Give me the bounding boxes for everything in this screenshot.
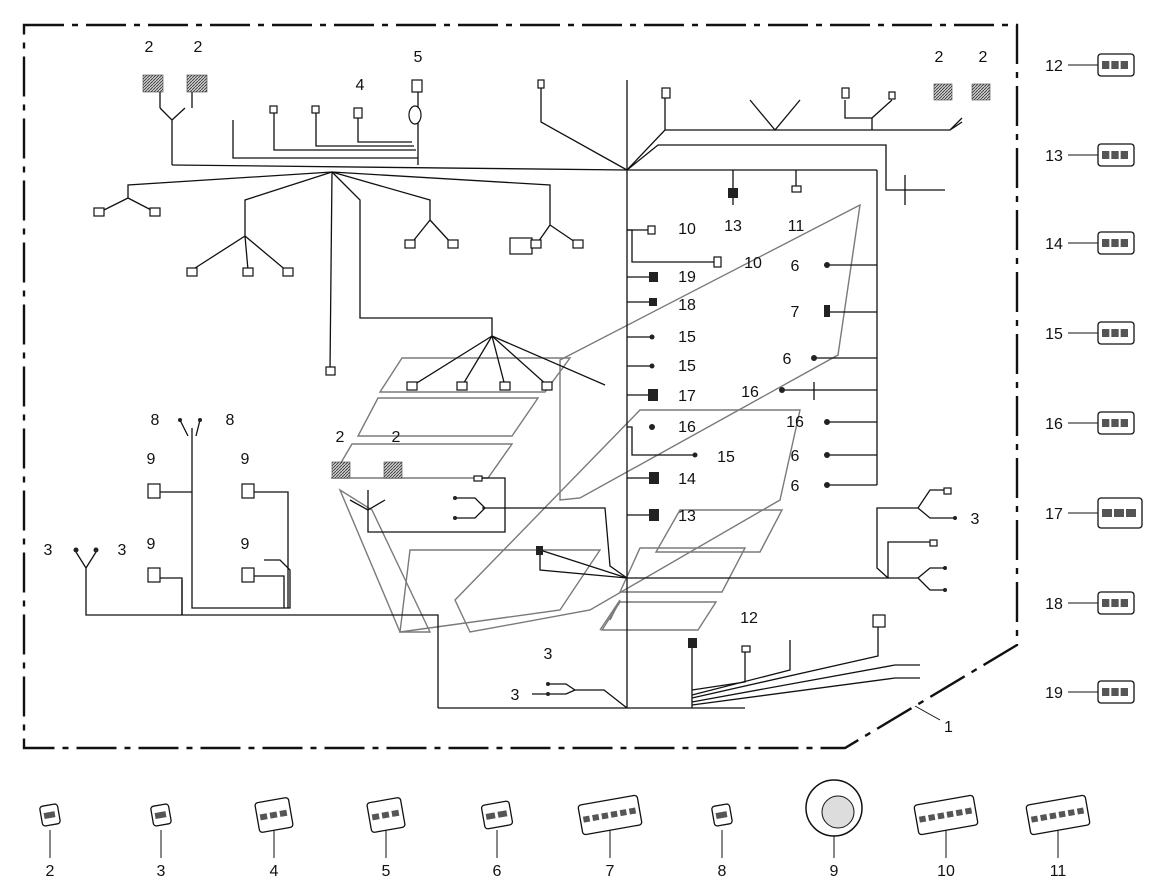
- callout-6: 6: [783, 351, 792, 368]
- connector-10-icon: [913, 794, 979, 836]
- bottom-legend: 2 3 4 5 6 7 8 9 10 11: [39, 779, 1091, 880]
- legend-label-3: 3: [157, 863, 166, 880]
- legend-label-4: 4: [270, 863, 279, 880]
- connector-13-icon: [1097, 143, 1135, 167]
- legend-label-15: 15: [1045, 326, 1063, 343]
- frame-outline: [22, 23, 1019, 750]
- callout-2: 2: [979, 49, 988, 66]
- legend-label-5: 5: [382, 863, 391, 880]
- harness-callouts: 2 2 5 4 2 2 10 10 13 11 19 18 15 15 17 16 15 14 13 6 7 6 16 16 6…: [44, 39, 988, 704]
- connector-7-icon: [577, 794, 643, 836]
- callout-9: 9: [241, 451, 250, 468]
- callout-3: 3: [118, 542, 127, 559]
- connector-17-icon: [1097, 497, 1143, 529]
- callout-16: 16: [678, 419, 696, 436]
- callout-15: 15: [678, 358, 696, 375]
- callout-2: 2: [392, 429, 401, 446]
- callout-9: 9: [241, 536, 250, 553]
- callout-7: 7: [791, 304, 800, 321]
- connector-15-icon: [1097, 321, 1135, 345]
- connector-19-icon: [1097, 680, 1135, 704]
- callout-11: 11: [788, 218, 805, 235]
- callout-19: 19: [678, 269, 696, 286]
- legend-label-19: 19: [1045, 685, 1063, 702]
- connector-5-icon: [366, 797, 406, 833]
- callout-9: 9: [147, 536, 156, 553]
- callout-2: 2: [336, 429, 345, 446]
- connector-11-icon: [1025, 794, 1091, 836]
- callout-16: 16: [786, 414, 804, 431]
- harness-wires: [75, 80, 963, 709]
- legend-label-8: 8: [718, 863, 727, 880]
- callout-12: 12: [740, 610, 758, 627]
- callout-2: 2: [935, 49, 944, 66]
- callout-3: 3: [971, 511, 980, 528]
- harness-connectors: [73, 74, 991, 696]
- legend-label-9: 9: [830, 863, 839, 880]
- callout-18: 18: [678, 297, 696, 314]
- legend-label-7: 7: [606, 863, 615, 880]
- legend-label-18: 18: [1045, 596, 1063, 613]
- callout-10: 10: [678, 221, 696, 238]
- legend-label-10: 10: [937, 863, 955, 880]
- callout-6: 6: [791, 258, 800, 275]
- callout-6: 6: [791, 478, 800, 495]
- side-legend: 12 13 14 15 16 17 18 19: [1045, 53, 1143, 704]
- callout-17: 17: [678, 388, 696, 405]
- callout-9: 9: [147, 451, 156, 468]
- connector-14-icon: [1097, 231, 1135, 255]
- connector-18-icon: [1097, 591, 1135, 615]
- callout-8: 8: [151, 412, 160, 429]
- connector-6-icon: [480, 800, 514, 830]
- legend-label-14: 14: [1045, 236, 1063, 253]
- frame-label: 1: [944, 719, 953, 736]
- callout-5: 5: [414, 49, 423, 66]
- callout-2: 2: [194, 39, 203, 56]
- connector-12-icon: [1097, 53, 1135, 77]
- connector-8-icon: [711, 803, 733, 827]
- connector-16-icon: [1097, 411, 1135, 435]
- connector-2-icon: [39, 803, 61, 827]
- legend-label-13: 13: [1045, 148, 1063, 165]
- callout-15: 15: [717, 449, 735, 466]
- callout-13: 13: [678, 508, 696, 525]
- callout-3: 3: [44, 542, 53, 559]
- legend-label-6: 6: [493, 863, 502, 880]
- callout-15: 15: [678, 329, 696, 346]
- callout-10: 10: [744, 255, 762, 272]
- callout-14: 14: [678, 471, 696, 488]
- callout-16: 16: [741, 384, 759, 401]
- callout-3: 3: [511, 687, 520, 704]
- callout-8: 8: [226, 412, 235, 429]
- connector-3-icon: [150, 803, 172, 827]
- callout-4: 4: [356, 77, 365, 94]
- legend-label-16: 16: [1045, 416, 1063, 433]
- legend-label-12: 12: [1045, 58, 1063, 75]
- connector-4-icon: [254, 797, 294, 833]
- legend-label-11: 11: [1050, 863, 1067, 880]
- callout-3: 3: [544, 646, 553, 663]
- connector-9-icon: [805, 779, 863, 837]
- legend-label-17: 17: [1045, 506, 1063, 523]
- legend-label-2: 2: [46, 863, 55, 880]
- callout-13: 13: [724, 218, 742, 235]
- callout-6: 6: [791, 448, 800, 465]
- callout-2: 2: [145, 39, 154, 56]
